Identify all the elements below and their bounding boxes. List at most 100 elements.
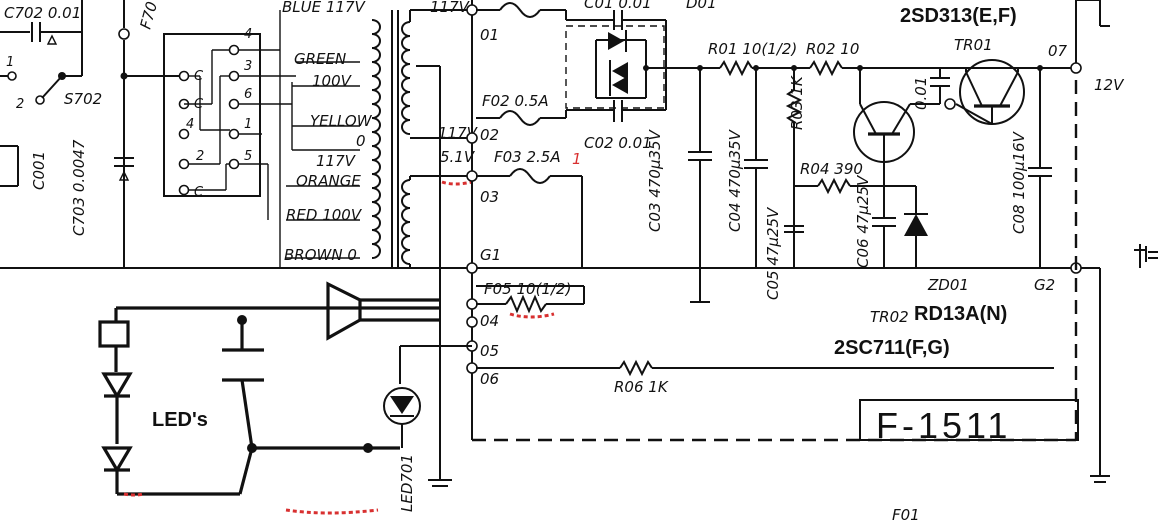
label-green: GREEN xyxy=(294,50,346,68)
ground-symbol-left xyxy=(428,479,452,487)
term-g2: G2 xyxy=(1034,276,1055,294)
label-f05: F05 10(1/2) xyxy=(484,280,571,298)
tap-wires xyxy=(238,10,360,268)
term-g1: G1 xyxy=(480,246,501,264)
c08-capacitor xyxy=(1028,68,1052,268)
label-zd01: ZD01 xyxy=(927,276,969,294)
zd01-zener xyxy=(904,186,928,268)
ground-symbol-right xyxy=(1134,244,1158,268)
label-board: F-1511 xyxy=(876,405,1011,446)
label-led701: LED701 xyxy=(398,454,416,512)
label-c08: C08 100µ16V xyxy=(1010,130,1028,234)
r06-resistor xyxy=(476,359,1054,377)
f05-resistor xyxy=(476,285,585,314)
term-05: 05 xyxy=(480,342,499,360)
label-red-100v: RED 100V xyxy=(286,206,363,224)
label-12v: 12V xyxy=(1094,76,1125,94)
label-c03: C03 470µ35V xyxy=(646,128,664,232)
red-annotation xyxy=(285,508,379,515)
c03-capacitor xyxy=(688,68,712,303)
label-blue-117v: BLUE 117V xyxy=(282,0,367,16)
power-transformer xyxy=(371,9,472,480)
label-f70: F70 xyxy=(136,0,161,31)
label-rd13a: RD13A(N) xyxy=(914,303,1007,325)
label-switch-1: 1 xyxy=(6,55,14,70)
r01-resistor xyxy=(719,59,810,77)
led701 xyxy=(383,345,472,448)
red-annotation xyxy=(441,180,473,186)
c702-capacitor xyxy=(0,22,82,45)
c04-capacitor xyxy=(744,68,768,268)
label-switch-2: 2 xyxy=(16,97,24,112)
label-tr01-type: 2SD313(E,F) xyxy=(900,5,1017,27)
term-01: 01 xyxy=(480,26,499,44)
term-07: 07 xyxy=(1048,42,1068,60)
c05-capacitor xyxy=(784,225,804,233)
r02-resistor xyxy=(809,59,1076,77)
label-c-001: 0.01 xyxy=(912,77,930,110)
c703-capacitor xyxy=(114,157,134,181)
label-c02: C02 0.01 xyxy=(584,134,652,152)
output-terminals xyxy=(1070,0,1110,483)
label-c01: C01 0.01 xyxy=(584,0,652,12)
label-r04: R04 390 xyxy=(800,160,863,178)
f02-fuse xyxy=(476,20,667,126)
tr02-transistor xyxy=(853,68,940,186)
label-c06: C06 47µ25V xyxy=(854,174,872,268)
red-annotation xyxy=(509,312,555,319)
d01-bridge-rectifier xyxy=(565,25,700,109)
label-tr01: TR01 xyxy=(954,36,993,54)
led-mod-circuit xyxy=(98,281,440,496)
label-leds: LED's xyxy=(152,409,208,431)
red-mark: 1 xyxy=(572,150,582,168)
sw-pin-5: 5 xyxy=(244,149,252,164)
label-5v1: 5.1V xyxy=(440,148,476,166)
f70-fuse xyxy=(118,0,130,268)
term-04: 04 xyxy=(480,312,499,330)
c01-capacitor xyxy=(565,10,666,30)
label-r06: R06 1K xyxy=(614,378,669,396)
label-r03: R03 1K xyxy=(788,75,806,130)
label-c04: C04 470µ35V xyxy=(726,128,744,232)
label-r01: R01 10(1/2) xyxy=(708,40,797,58)
label-orange: ORANGE xyxy=(296,172,361,190)
term-02: 02 xyxy=(480,126,499,144)
sw-pin-1: 1 xyxy=(244,117,252,132)
label-tr02: TR02 xyxy=(870,308,909,326)
c001-component xyxy=(0,145,19,187)
sw-pin-c3: C xyxy=(194,185,204,200)
label-tr02-type: 2SC711(F,G) xyxy=(834,337,950,359)
label-0-tap: 0 xyxy=(356,132,366,150)
label-c05: C05 47µ25V xyxy=(764,206,782,300)
sw-pin-4a: 4 xyxy=(186,117,194,132)
label-brown-0: BROWN 0 xyxy=(284,246,357,264)
sw-pin-c2: C xyxy=(194,97,204,112)
sw-pin-6: 6 xyxy=(244,87,252,102)
s702-switch xyxy=(0,71,66,105)
label-117v-top: 117V xyxy=(430,0,471,16)
label-c703: C703 0.0047 xyxy=(70,139,88,236)
label-d01: D01 xyxy=(686,0,717,12)
label-c001: C001 xyxy=(30,151,48,190)
board-label-box xyxy=(859,399,1079,441)
sw-pin-4: 4 xyxy=(244,27,252,42)
c07-capacitor xyxy=(930,68,956,110)
f03-fuse xyxy=(476,168,583,268)
label-100v: 100V xyxy=(312,72,353,90)
f01-fuse xyxy=(476,2,566,18)
label-yellow: YELLOW xyxy=(310,112,373,130)
label-117v: 117V xyxy=(316,152,357,170)
label-r02: R02 10 xyxy=(806,40,859,58)
term-03: 03 xyxy=(480,188,499,206)
c06-capacitor xyxy=(872,186,896,268)
sw-pin-3: 3 xyxy=(244,59,252,74)
label-f03: F03 2.5A xyxy=(494,148,561,166)
sw-pin-c1: C xyxy=(194,69,204,84)
label-f01-bottom: F01 xyxy=(892,506,920,522)
red-annotation xyxy=(123,492,145,497)
term-06: 06 xyxy=(480,370,499,388)
r03-resistor xyxy=(785,68,803,268)
tr01-transistor xyxy=(955,59,1025,125)
